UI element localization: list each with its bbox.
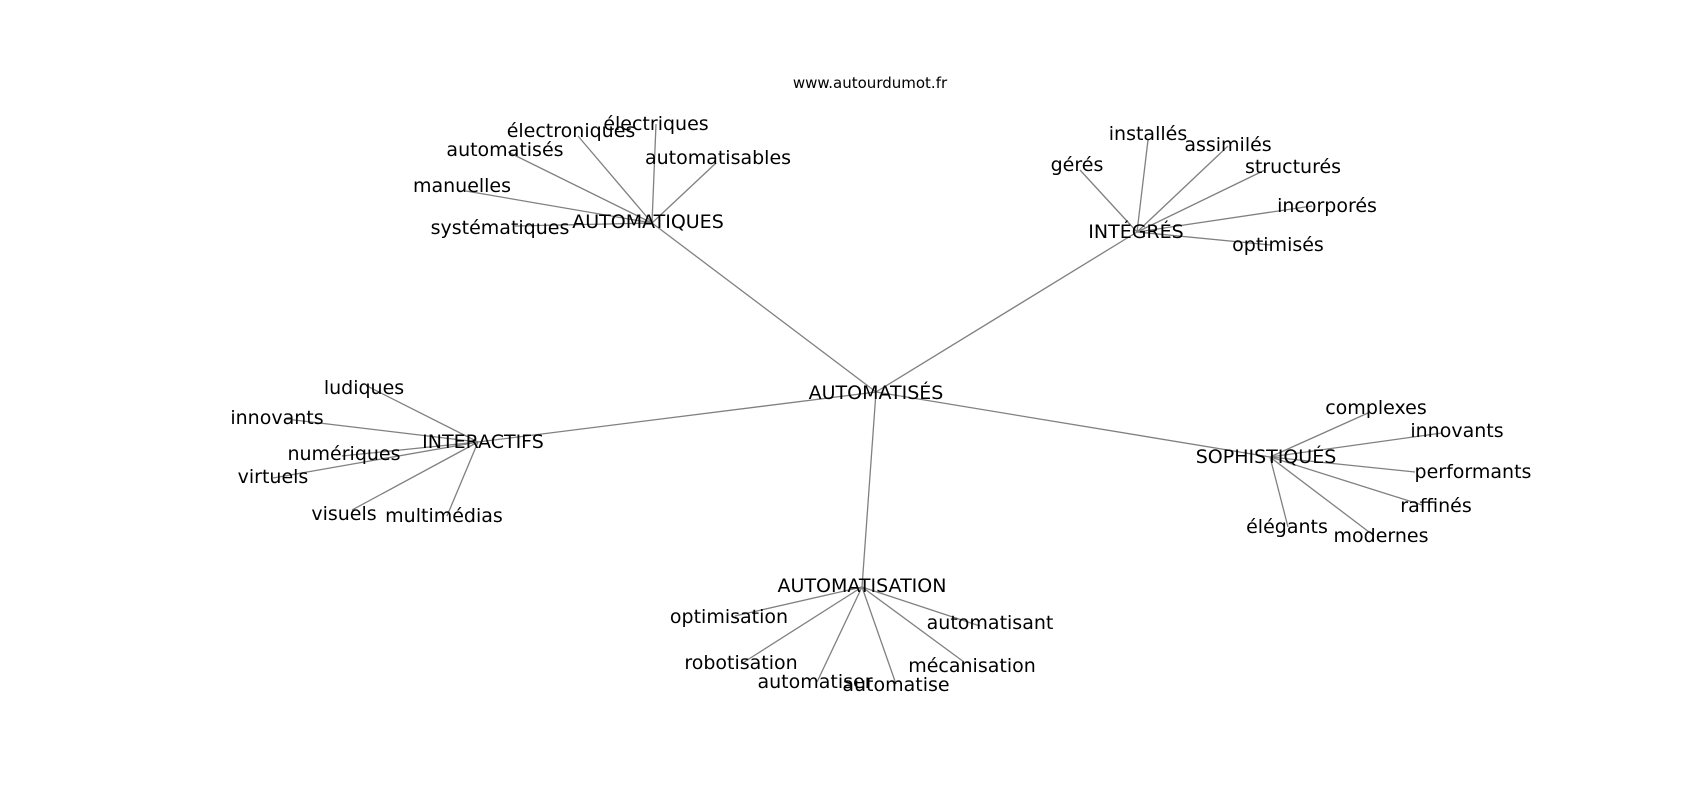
edge-center-to-hub: [477, 391, 877, 443]
leaf-word[interactable]: élégants: [1246, 516, 1328, 538]
leaf-word[interactable]: optimisés: [1232, 234, 1324, 256]
leaf-word[interactable]: performants: [1415, 461, 1532, 483]
leaf-word[interactable]: automatisables: [645, 147, 791, 169]
leaf-word[interactable]: raffinés: [1400, 495, 1471, 517]
center-word[interactable]: AUTOMATISÉS: [809, 381, 944, 404]
leaf-word[interactable]: gérés: [1051, 154, 1104, 176]
edge-hub-to-leaf: [351, 441, 479, 511]
leaf-word[interactable]: manuelles: [413, 175, 511, 197]
leaf-word[interactable]: multimédias: [385, 505, 503, 527]
leaf-word[interactable]: ludiques: [324, 377, 404, 399]
edge-hub-to-leaf: [366, 385, 479, 443]
edge-hub-to-leaf: [272, 441, 479, 479]
leaf-word[interactable]: électriques: [603, 113, 708, 135]
watermark-text: www.autourdumot.fr: [793, 74, 948, 92]
edge-hub-to-leaf: [1269, 456, 1289, 528]
edge-hub-to-leaf: [514, 222, 653, 227]
hub-word[interactable]: INTERACTIFS: [422, 431, 544, 453]
leaf-word[interactable]: incorporés: [1277, 195, 1377, 217]
leaf-word[interactable]: électroniques: [507, 120, 636, 142]
leaf-word[interactable]: automatisés: [446, 139, 563, 161]
leaf-word[interactable]: innovants: [230, 407, 323, 429]
edge-hub-to-leaf: [740, 586, 863, 665]
edge-center-to-hub: [875, 231, 1138, 393]
edge-hub-to-leaf: [1136, 139, 1149, 233]
edge-hub-to-leaf: [861, 586, 965, 663]
leaf-word[interactable]: assimilés: [1184, 134, 1271, 156]
edge-hub-to-leaf: [465, 190, 653, 224]
edge-hub-to-leaf: [1269, 456, 1423, 506]
leaf-word[interactable]: automatise: [842, 674, 949, 696]
edge-hub-to-leaf: [861, 586, 897, 685]
edge-hub-to-leaf: [651, 123, 657, 224]
edge-hub-to-leaf: [285, 418, 479, 443]
edge-hub-to-leaf: [1136, 169, 1266, 233]
edge-hub-to-leaf: [1269, 432, 1443, 458]
edge-hub-to-leaf: [446, 441, 479, 517]
hub-word[interactable]: AUTOMATISATION: [778, 575, 947, 597]
leaf-word[interactable]: mécanisation: [908, 655, 1036, 677]
edge-hub-to-leaf: [734, 586, 863, 617]
leaf-word[interactable]: visuels: [311, 503, 376, 525]
leaf-word[interactable]: automatiser: [757, 671, 872, 693]
edge-center-to-hub: [875, 391, 1271, 458]
edge-hub-to-leaf: [651, 162, 717, 224]
leaf-word[interactable]: optimisation: [670, 606, 788, 628]
edge-hub-to-leaf: [1079, 169, 1138, 233]
edge-hub-to-leaf: [1269, 412, 1369, 458]
leaf-word[interactable]: complexes: [1325, 397, 1427, 419]
edge-hub-to-leaf: [1136, 145, 1229, 233]
edge-hub-to-leaf: [1269, 456, 1374, 536]
edge-hub-to-leaf: [1269, 456, 1416, 473]
leaf-word[interactable]: installés: [1109, 123, 1187, 145]
leaf-word[interactable]: robotisation: [684, 652, 797, 674]
leaf-word[interactable]: automatisant: [927, 612, 1054, 634]
edges-layer: [272, 123, 1443, 685]
edge-hub-to-leaf: [861, 586, 981, 627]
edge-hub-to-leaf: [341, 441, 479, 457]
hub-word[interactable]: SOPHISTIQUÉS: [1196, 445, 1337, 468]
edge-center-to-hub: [861, 391, 877, 588]
edge-center-to-hub: [651, 222, 877, 393]
labels-layer: AUTOMATISÉS AUTOMATIQUES électroniquesélec…: [230, 113, 1531, 696]
hub-word[interactable]: INTÉGRÉS: [1088, 220, 1183, 243]
leaf-word[interactable]: virtuels: [238, 466, 309, 488]
leaf-word[interactable]: innovants: [1410, 420, 1503, 442]
edge-hub-to-leaf: [1136, 205, 1313, 233]
edge-hub-to-leaf: [577, 135, 653, 224]
leaf-word[interactable]: modernes: [1334, 525, 1429, 547]
edge-hub-to-leaf: [816, 586, 863, 683]
hub-word[interactable]: AUTOMATIQUES: [572, 211, 724, 233]
leaf-word[interactable]: structurés: [1245, 156, 1341, 178]
leaf-word[interactable]: numériques: [287, 443, 400, 465]
leaf-word[interactable]: systématiques: [431, 217, 570, 239]
edge-hub-to-leaf: [1136, 231, 1272, 246]
edge-hub-to-leaf: [507, 151, 653, 224]
